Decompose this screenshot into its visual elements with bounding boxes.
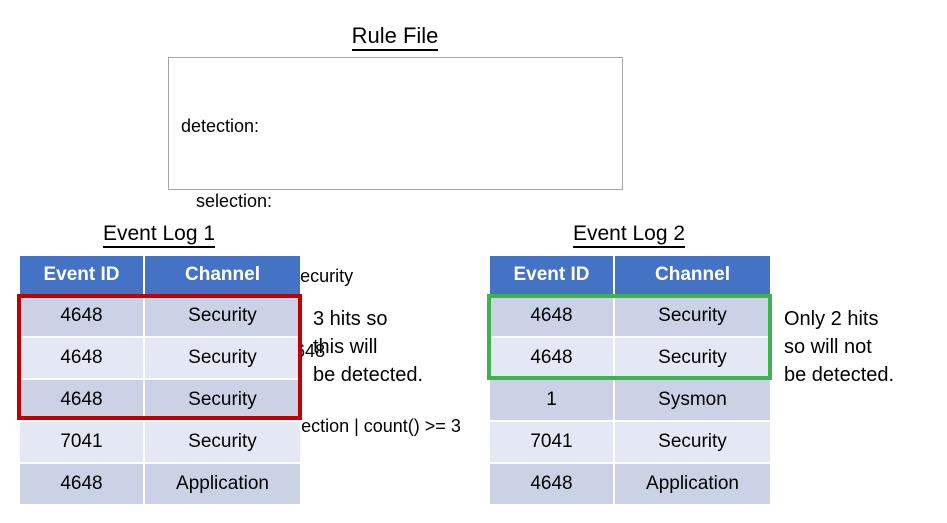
column-header-channel: Channel	[144, 256, 300, 296]
column-header-channel: Channel	[614, 256, 770, 296]
cell-channel: Security	[144, 295, 300, 338]
table-row: 4648 Application	[490, 463, 770, 504]
event-log-1-table: Event ID Channel 4648 Security 4648 Secu…	[20, 256, 300, 504]
event-log-2-table: Event ID Channel 4648 Security 4648 Secu…	[490, 256, 770, 504]
cell-channel: Application	[614, 463, 770, 504]
table-row: 7041 Security	[20, 421, 300, 464]
cell-channel: Security	[144, 337, 300, 380]
table-row: 7041 Security	[490, 421, 770, 464]
cell-channel: Security	[144, 421, 300, 464]
table-row: 4648 Security	[490, 295, 770, 338]
cell-channel: Security	[144, 379, 300, 422]
rule-line-detection: detection:	[181, 116, 260, 136]
cell-channel: Application	[144, 463, 300, 504]
table-row: 4648 Security	[20, 295, 300, 338]
cell-event-id: 4648	[490, 337, 615, 380]
table-row: 4648 Security	[20, 379, 300, 422]
rule-file-title: Rule File	[0, 22, 790, 51]
cell-event-id: 4648	[20, 379, 145, 422]
cell-event-id: 4648	[20, 295, 145, 338]
table-header-row: Event ID Channel	[20, 256, 300, 296]
cell-event-id: 4648	[20, 463, 145, 504]
rule-line-selection: selection:	[181, 191, 273, 211]
event-log-1-title-text: Event Log 1	[102, 222, 216, 248]
column-header-event-id: Event ID	[490, 256, 615, 296]
table-row: 1 Sysmon	[490, 379, 770, 422]
cell-event-id: 4648	[490, 295, 615, 338]
table-header-row: Event ID Channel	[490, 256, 770, 296]
cell-event-id: 4648	[490, 463, 615, 504]
event-log-2-title: Event Log 2	[490, 220, 768, 248]
event-log-2-note: Only 2 hits so will not be detected.	[784, 308, 895, 386]
cell-channel: Security	[614, 295, 770, 338]
event-log-2-title-text: Event Log 2	[572, 222, 686, 248]
table-row: 4648 Application	[20, 463, 300, 504]
rule-file-title-text: Rule File	[351, 23, 439, 51]
cell-channel: Sysmon	[614, 379, 770, 422]
column-header-event-id: Event ID	[20, 256, 145, 296]
table-row: 4648 Security	[20, 337, 300, 380]
rule-file-box: detection: selection: Channel: Security …	[168, 57, 623, 436]
cell-event-id: 7041	[490, 421, 615, 464]
cell-event-id: 4648	[20, 337, 145, 380]
event-log-1-note: 3 hits so this will be detected.	[313, 308, 424, 386]
cell-channel: Security	[614, 337, 770, 380]
cell-event-id: 1	[490, 379, 615, 422]
cell-event-id: 7041	[20, 421, 145, 464]
table-row: 4648 Security	[490, 337, 770, 380]
event-log-1-title: Event Log 1	[20, 220, 298, 248]
cell-channel: Security	[614, 421, 770, 464]
